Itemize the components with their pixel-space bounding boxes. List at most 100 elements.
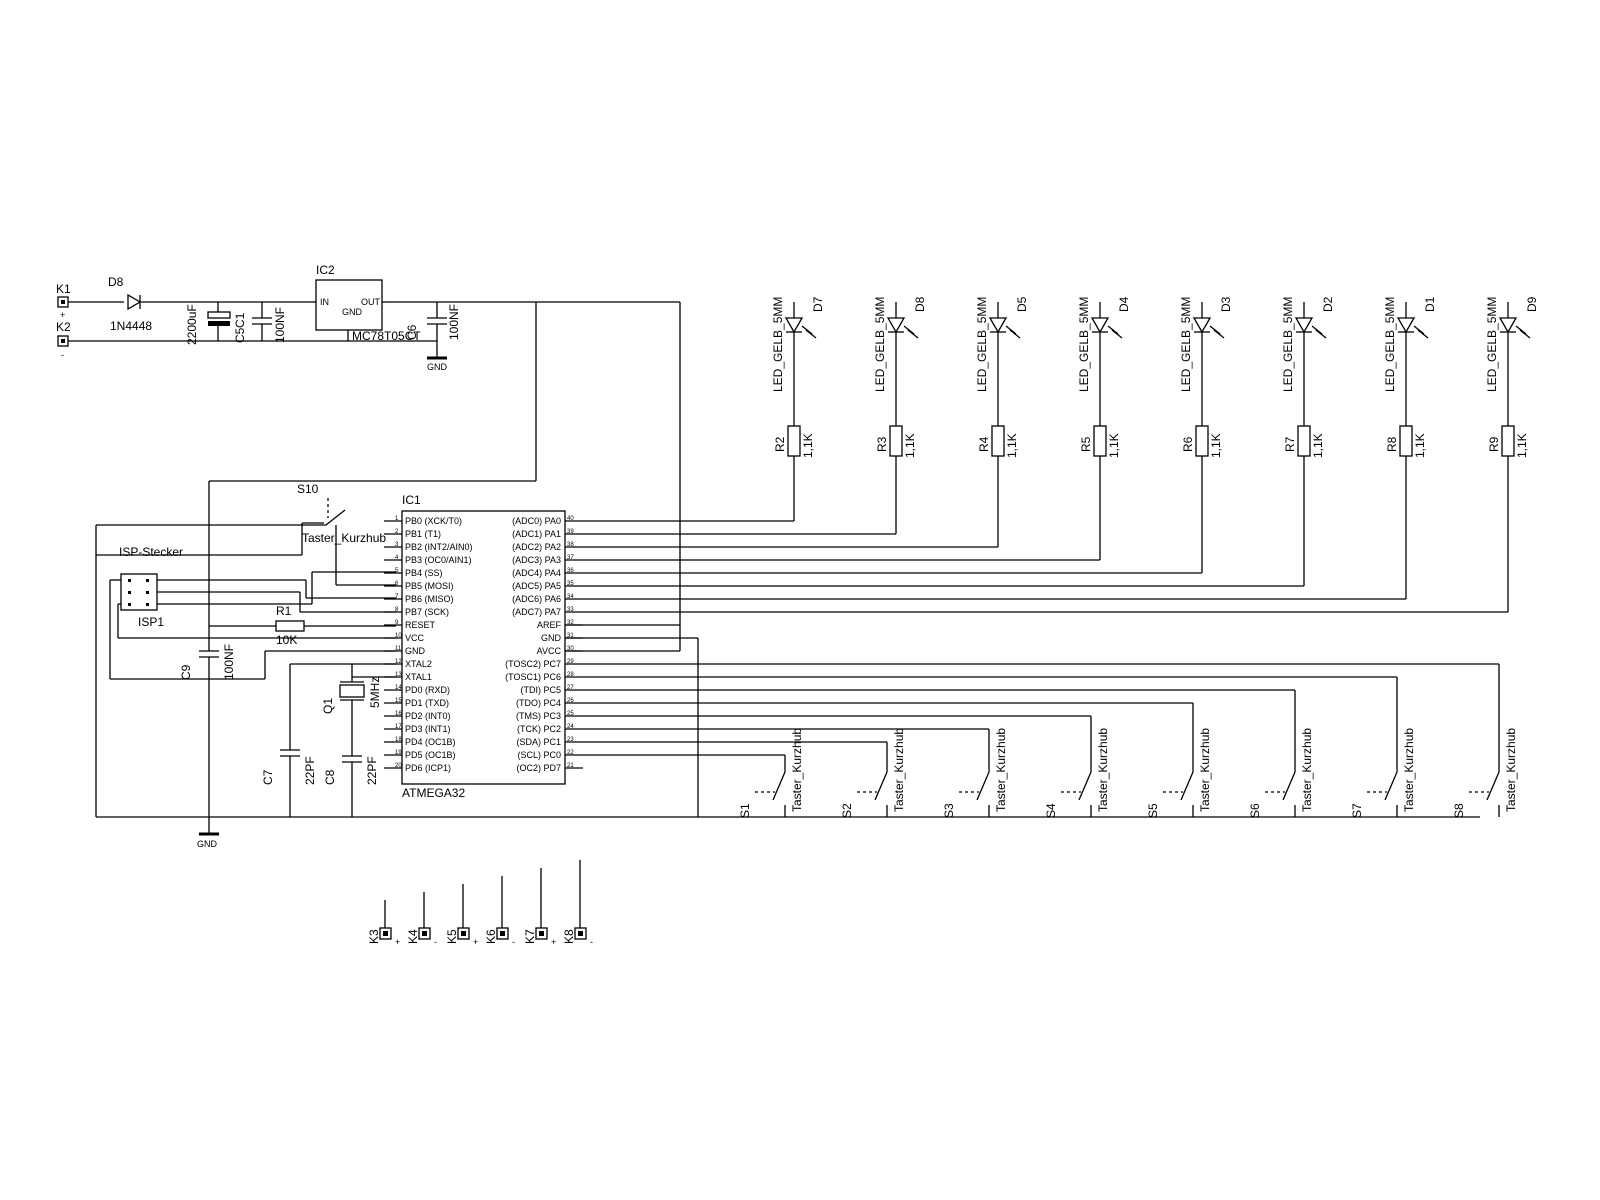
k2-label: K2 (56, 320, 71, 334)
led-diode (1396, 317, 1416, 334)
led-resistor (1195, 425, 1209, 457)
led-column: D9 LED_GELB_5MM R9 1,1K (583, 296, 1539, 613)
connector-label: K4 (406, 929, 420, 944)
switch-value: Taster_Kurzhub (1096, 728, 1110, 812)
mcu-pin-number: 20 (395, 763, 402, 769)
mcu-pin-label: GND (405, 646, 426, 656)
k1-label: K1 (56, 282, 71, 296)
mcu-pin-number: 27 (567, 685, 574, 691)
led-diode (784, 317, 804, 334)
led-arrow (1213, 329, 1225, 339)
led-resistor (889, 425, 903, 457)
mcu-pin-label: (TOSC1) PC6 (505, 672, 561, 682)
led-value: LED_GELB_5MM (1485, 297, 1499, 392)
ic2-in: IN (320, 297, 329, 307)
led-value: LED_GELB_5MM (1077, 297, 1091, 392)
switch-contact (1078, 771, 1092, 801)
led-resistor (1093, 425, 1107, 457)
c1-value: 2200uF (185, 304, 199, 345)
output-connector: K5+ (445, 884, 478, 947)
resistor-value: 1,1K (1209, 433, 1223, 458)
mcu-pin-label: (ADC2) PA2 (512, 542, 561, 552)
mcu-pin-label: PD5 (OC1B) (405, 750, 456, 760)
mcu-pin-number: 33 (567, 607, 574, 613)
q1-crystal (339, 684, 365, 698)
switch-value: Taster_Kurzhub (1300, 728, 1314, 812)
mcu-pin-number: 36 (567, 568, 574, 574)
mcu-pin-number: 40 (567, 516, 574, 522)
switch-contact (772, 771, 786, 801)
led-label: D3 (1219, 296, 1233, 312)
mcu-pin-label: (TCK) PC2 (517, 724, 561, 734)
mcu-pin-label: (ADC5) PA5 (512, 581, 561, 591)
led-arrow (907, 329, 919, 339)
mcu-pin-number: 39 (567, 529, 574, 535)
mcu-pin-label: (OC2) PD7 (516, 763, 561, 773)
mcu-pin-label: PD3 (INT1) (405, 724, 451, 734)
mcu-pin-label: XTAL2 (405, 659, 432, 669)
resistor-value: 1,1K (903, 433, 917, 458)
resistor-label: R8 (1385, 436, 1399, 452)
mcu-pin-number: 24 (567, 724, 574, 730)
led-label: D1 (1423, 296, 1437, 312)
switch-label: S3 (942, 803, 956, 818)
led-diode (1498, 317, 1518, 334)
mcu-pin-number: 28 (567, 672, 574, 678)
led-value: LED_GELB_5MM (1179, 297, 1193, 392)
c1-capacitor (207, 311, 231, 319)
mcu-pin-label: AREF (537, 620, 562, 630)
mcu-pin-number: 14 (395, 685, 402, 691)
connector-label: K6 (484, 929, 498, 944)
mcu-pin-label: PB0 (XCK/T0) (405, 516, 462, 526)
ic2-value: MC78T05CT (352, 329, 421, 343)
led-arrow (1009, 329, 1021, 339)
connector-label: K7 (523, 929, 537, 944)
mcu-pin-number: 26 (567, 698, 574, 704)
mcu-pin-number: 37 (567, 555, 574, 561)
led-value: LED_GELB_5MM (1383, 297, 1397, 392)
mcu-pin-number: 10 (395, 633, 402, 639)
connector-row: K3+K4-K5+K6-K7+K8- (367, 860, 593, 947)
connector-mark: - (434, 937, 437, 947)
led-label: D4 (1117, 296, 1131, 312)
resistor-label: R9 (1487, 436, 1501, 452)
resistor-value: 1,1K (1515, 433, 1529, 458)
connector-mark: + (473, 937, 478, 947)
switch-contact (1180, 771, 1194, 801)
mcu-pin-number: 29 (567, 659, 574, 665)
mcu-pin-number: 25 (567, 711, 574, 717)
led-label: D9 (1525, 296, 1539, 312)
power-supply: K1 K2 + - D8 1N4448 C1 2200uF C5 100NF (56, 263, 681, 651)
mcu-pin-number: 23 (567, 737, 574, 743)
mcu-pin-label: (TDO) PC4 (516, 698, 561, 708)
mcu-pin-label: (TOSC2) PC7 (505, 659, 561, 669)
switch-contact (1282, 771, 1296, 801)
led-diode (1192, 317, 1212, 334)
led-value: LED_GELB_5MM (975, 297, 989, 392)
connector-mark: + (551, 937, 556, 947)
switch-label: S2 (840, 803, 854, 818)
switch-value: Taster_Kurzhub (1504, 728, 1518, 812)
mcu-pin-number: 19 (395, 750, 402, 756)
mcu-pin-number: 15 (395, 698, 402, 704)
c8-label: C8 (323, 769, 337, 785)
mcu-pin-label: (ADC4) PA4 (512, 568, 561, 578)
mcu-pin-label: (TMS) PC3 (516, 711, 561, 721)
d8-value: 1N4448 (110, 319, 152, 333)
mcu-pin-label: GND (541, 633, 562, 643)
mcu-pin-number: 8 (395, 607, 399, 613)
c5-label: C5 (233, 327, 247, 343)
switch-contact (874, 771, 888, 801)
ic1-label: IC1 (402, 493, 421, 507)
c7-label: C7 (261, 769, 275, 785)
mcu-pin-label: PD6 (ICP1) (405, 763, 451, 773)
